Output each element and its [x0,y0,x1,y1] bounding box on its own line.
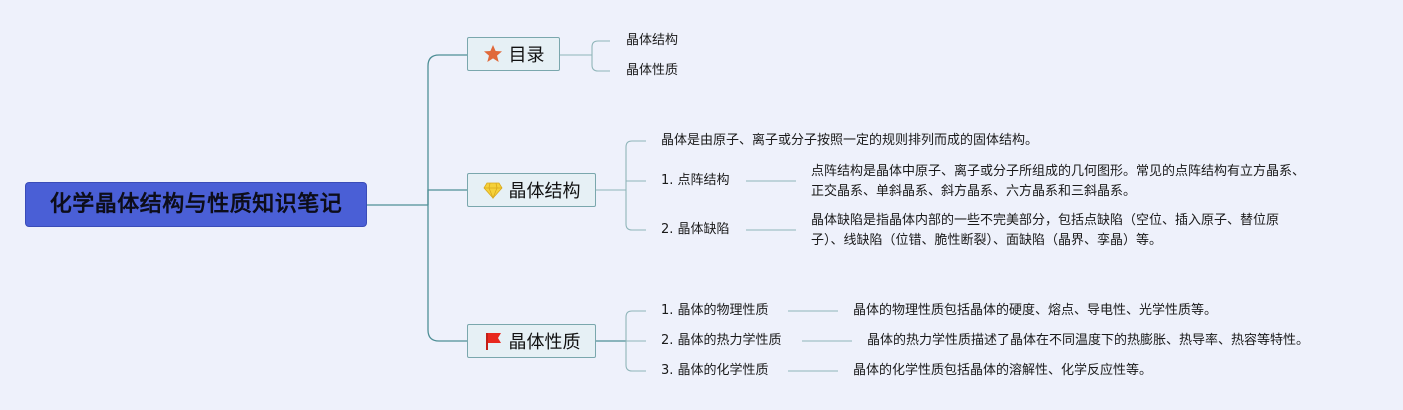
star-icon [483,44,503,64]
subtopic-title[interactable]: 1. 晶体的物理性质 [661,303,769,318]
root-topic[interactable]: 化学晶体结构与性质知识笔记 [26,183,366,226]
branch-crystal-properties[interactable]: 晶体性质 [467,324,596,358]
branch-contents[interactable]: 目录 [467,37,560,71]
branch-label: 晶体性质 [508,332,581,353]
subtopic-title[interactable]: 2. 晶体缺陷 [661,222,730,237]
subtopic-description[interactable]: 晶体缺陷是指晶体内部的一些不完美部分，包括点缺陷（空位、插入原子、替位原子）、线… [811,213,1280,248]
flag-icon [483,331,503,351]
branch-label: 目录 [508,45,545,66]
contents-item[interactable]: 晶体性质 [626,63,679,78]
contents-item[interactable]: 晶体结构 [626,33,679,48]
branch-label: 晶体结构 [508,181,581,202]
subtopic-description[interactable]: 点阵结构是晶体中原子、离子或分子所组成的几何图形。常见的点阵结构有立方晶系、正交… [811,164,1306,199]
branch-crystal-structure[interactable]: 晶体结构 [467,173,596,207]
subtopic-description[interactable]: 晶体的热力学性质描述了晶体在不同温度下的热膨胀、热导率、热容等特性。 [867,333,1310,348]
subtopic-title[interactable]: 3. 晶体的化学性质 [661,363,769,378]
subtopic-description[interactable]: 晶体的化学性质包括晶体的溶解性、化学反应性等。 [853,363,1153,378]
subtopic-title[interactable]: 1. 点阵结构 [661,173,730,188]
gem-icon [483,180,503,200]
subtopic-title[interactable]: 2. 晶体的热力学性质 [661,333,782,348]
subtopic-description[interactable]: 晶体的物理性质包括晶体的硬度、熔点、导电性、光学性质等。 [853,303,1218,318]
structure-intro[interactable]: 晶体是由原子、离子或分子按照一定的规则排列而成的固体结构。 [661,133,1039,148]
